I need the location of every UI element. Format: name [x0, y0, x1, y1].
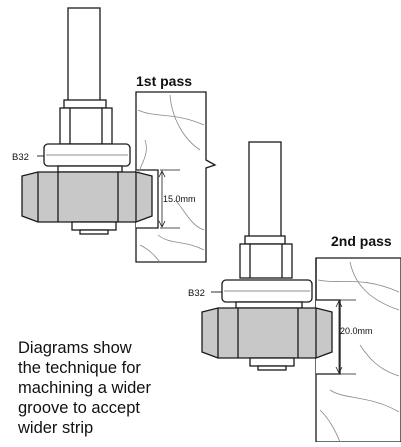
second-pass-title: 2nd pass: [331, 233, 392, 249]
hex-nut-1: [59, 107, 113, 145]
router-bit-2: [201, 141, 333, 371]
caption-line: the technique for: [18, 359, 141, 377]
bearing-label-2: B32: [188, 288, 205, 299]
first-pass-title: 1st pass: [136, 73, 193, 89]
caption-line: wider strip: [18, 419, 94, 437]
hex-nut-2: [239, 243, 293, 279]
cutter-1: [21, 171, 153, 223]
caption-line: groove to accept: [18, 399, 140, 417]
second-pass-group: [201, 141, 401, 443]
caption-line: machining a wider: [18, 379, 151, 397]
shank-2: [248, 141, 282, 239]
bearing-label-1: B32: [12, 152, 29, 163]
workpiece-1: [135, 91, 217, 263]
shank-1: [67, 7, 101, 103]
router-bit-1: [21, 7, 153, 235]
first-pass-group: [21, 7, 217, 263]
caption-line: Diagrams show: [18, 339, 132, 357]
cutter-2: [201, 307, 333, 359]
caption: Diagrams show the technique for machinin…: [18, 338, 188, 438]
depth-label-1: 15.0mm: [163, 194, 196, 204]
depth-label-2: 20.0mm: [340, 326, 373, 336]
